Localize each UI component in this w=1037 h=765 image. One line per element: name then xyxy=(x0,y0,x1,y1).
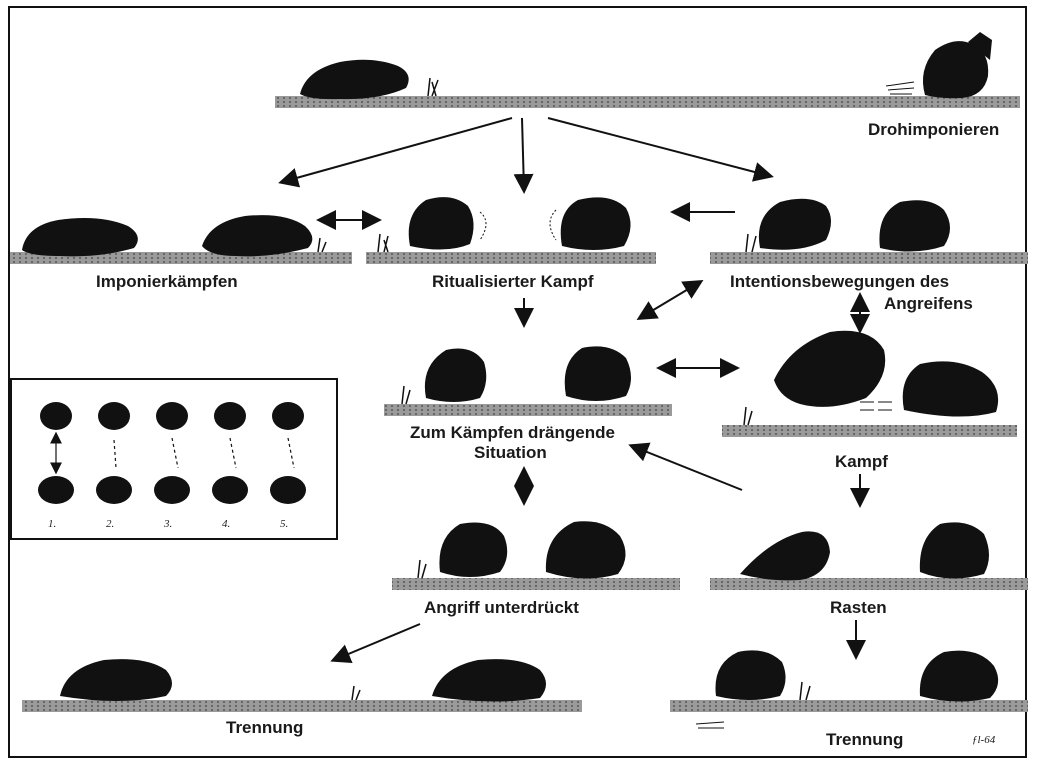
arrow-top-to-intention xyxy=(548,118,770,176)
bird-imponier-1 xyxy=(22,218,138,256)
label-zum-kaempfen-line2: Situation xyxy=(474,443,547,463)
ground-zum-kaempfen xyxy=(384,404,672,416)
label-ritualisierter-kampf: Ritualisierter Kampf xyxy=(432,272,594,292)
inset-number: 2. xyxy=(106,518,114,530)
inset-drawing xyxy=(12,380,340,542)
ground-trennung-left xyxy=(22,700,582,712)
label-drohimponieren: Drohimponieren xyxy=(868,120,999,140)
arrow-top-to-imponier xyxy=(282,118,512,182)
inset-number: 1. xyxy=(48,518,56,530)
label-trennung-left: Trennung xyxy=(226,718,303,738)
artist-signature: ƒl-64 xyxy=(972,734,995,746)
ground-ritual xyxy=(366,252,656,264)
bird-trennung-2 xyxy=(432,659,546,701)
bird-kampf-2 xyxy=(903,361,998,416)
ground-rasten xyxy=(710,578,1028,590)
inset-number: 4. xyxy=(222,518,230,530)
bird-ritual-1 xyxy=(409,197,474,249)
arrow-rasten-to-zum xyxy=(632,446,742,490)
bird-zum-1 xyxy=(425,349,486,403)
bird-intention-1 xyxy=(759,199,831,250)
bird-kampf-1 xyxy=(774,331,885,407)
ground-kampf xyxy=(722,425,1017,437)
bird-intention-2 xyxy=(879,200,950,251)
arrow-intention-zum xyxy=(640,282,700,318)
ground-trennung-right xyxy=(670,700,1028,712)
ground-intention xyxy=(710,252,1028,264)
ground-angriff xyxy=(392,578,680,590)
bird-rasten-1 xyxy=(740,531,830,580)
bird-trennung-4 xyxy=(920,651,998,702)
label-imponierkaempfen: Imponierkämpfen xyxy=(96,272,238,292)
bird-trennung-1 xyxy=(60,659,172,701)
label-trennung-right: Trennung xyxy=(826,730,903,750)
label-rasten: Rasten xyxy=(830,598,887,618)
bird-zum-2 xyxy=(565,346,631,401)
ground-top xyxy=(275,96,1020,108)
bird-imponier-2 xyxy=(202,215,312,256)
label-intention-line1: Intentionsbewegungen des xyxy=(730,272,949,292)
bird-angriff-1 xyxy=(439,523,507,578)
label-angriff-unterdrueckt: Angriff unterdrückt xyxy=(424,598,579,618)
bird-angriff-2 xyxy=(546,521,626,578)
inset-panel: 1. 2. 3. 4. 5. xyxy=(10,378,338,540)
bird-rasten-2 xyxy=(920,522,989,578)
inset-number: 3. xyxy=(164,518,172,530)
label-kampf: Kampf xyxy=(835,452,888,472)
arrow-angriff-to-trennung xyxy=(334,624,420,660)
inset-number: 5. xyxy=(280,518,288,530)
bird-ritual-2 xyxy=(561,197,631,250)
bird-crouching-top xyxy=(300,60,409,99)
label-zum-kaempfen-line1: Zum Kämpfen drängende xyxy=(410,423,615,443)
arrow-top-to-ritual xyxy=(522,118,524,190)
label-intention-line2: Angreifens xyxy=(884,294,973,314)
bird-trennung-3 xyxy=(715,650,785,700)
